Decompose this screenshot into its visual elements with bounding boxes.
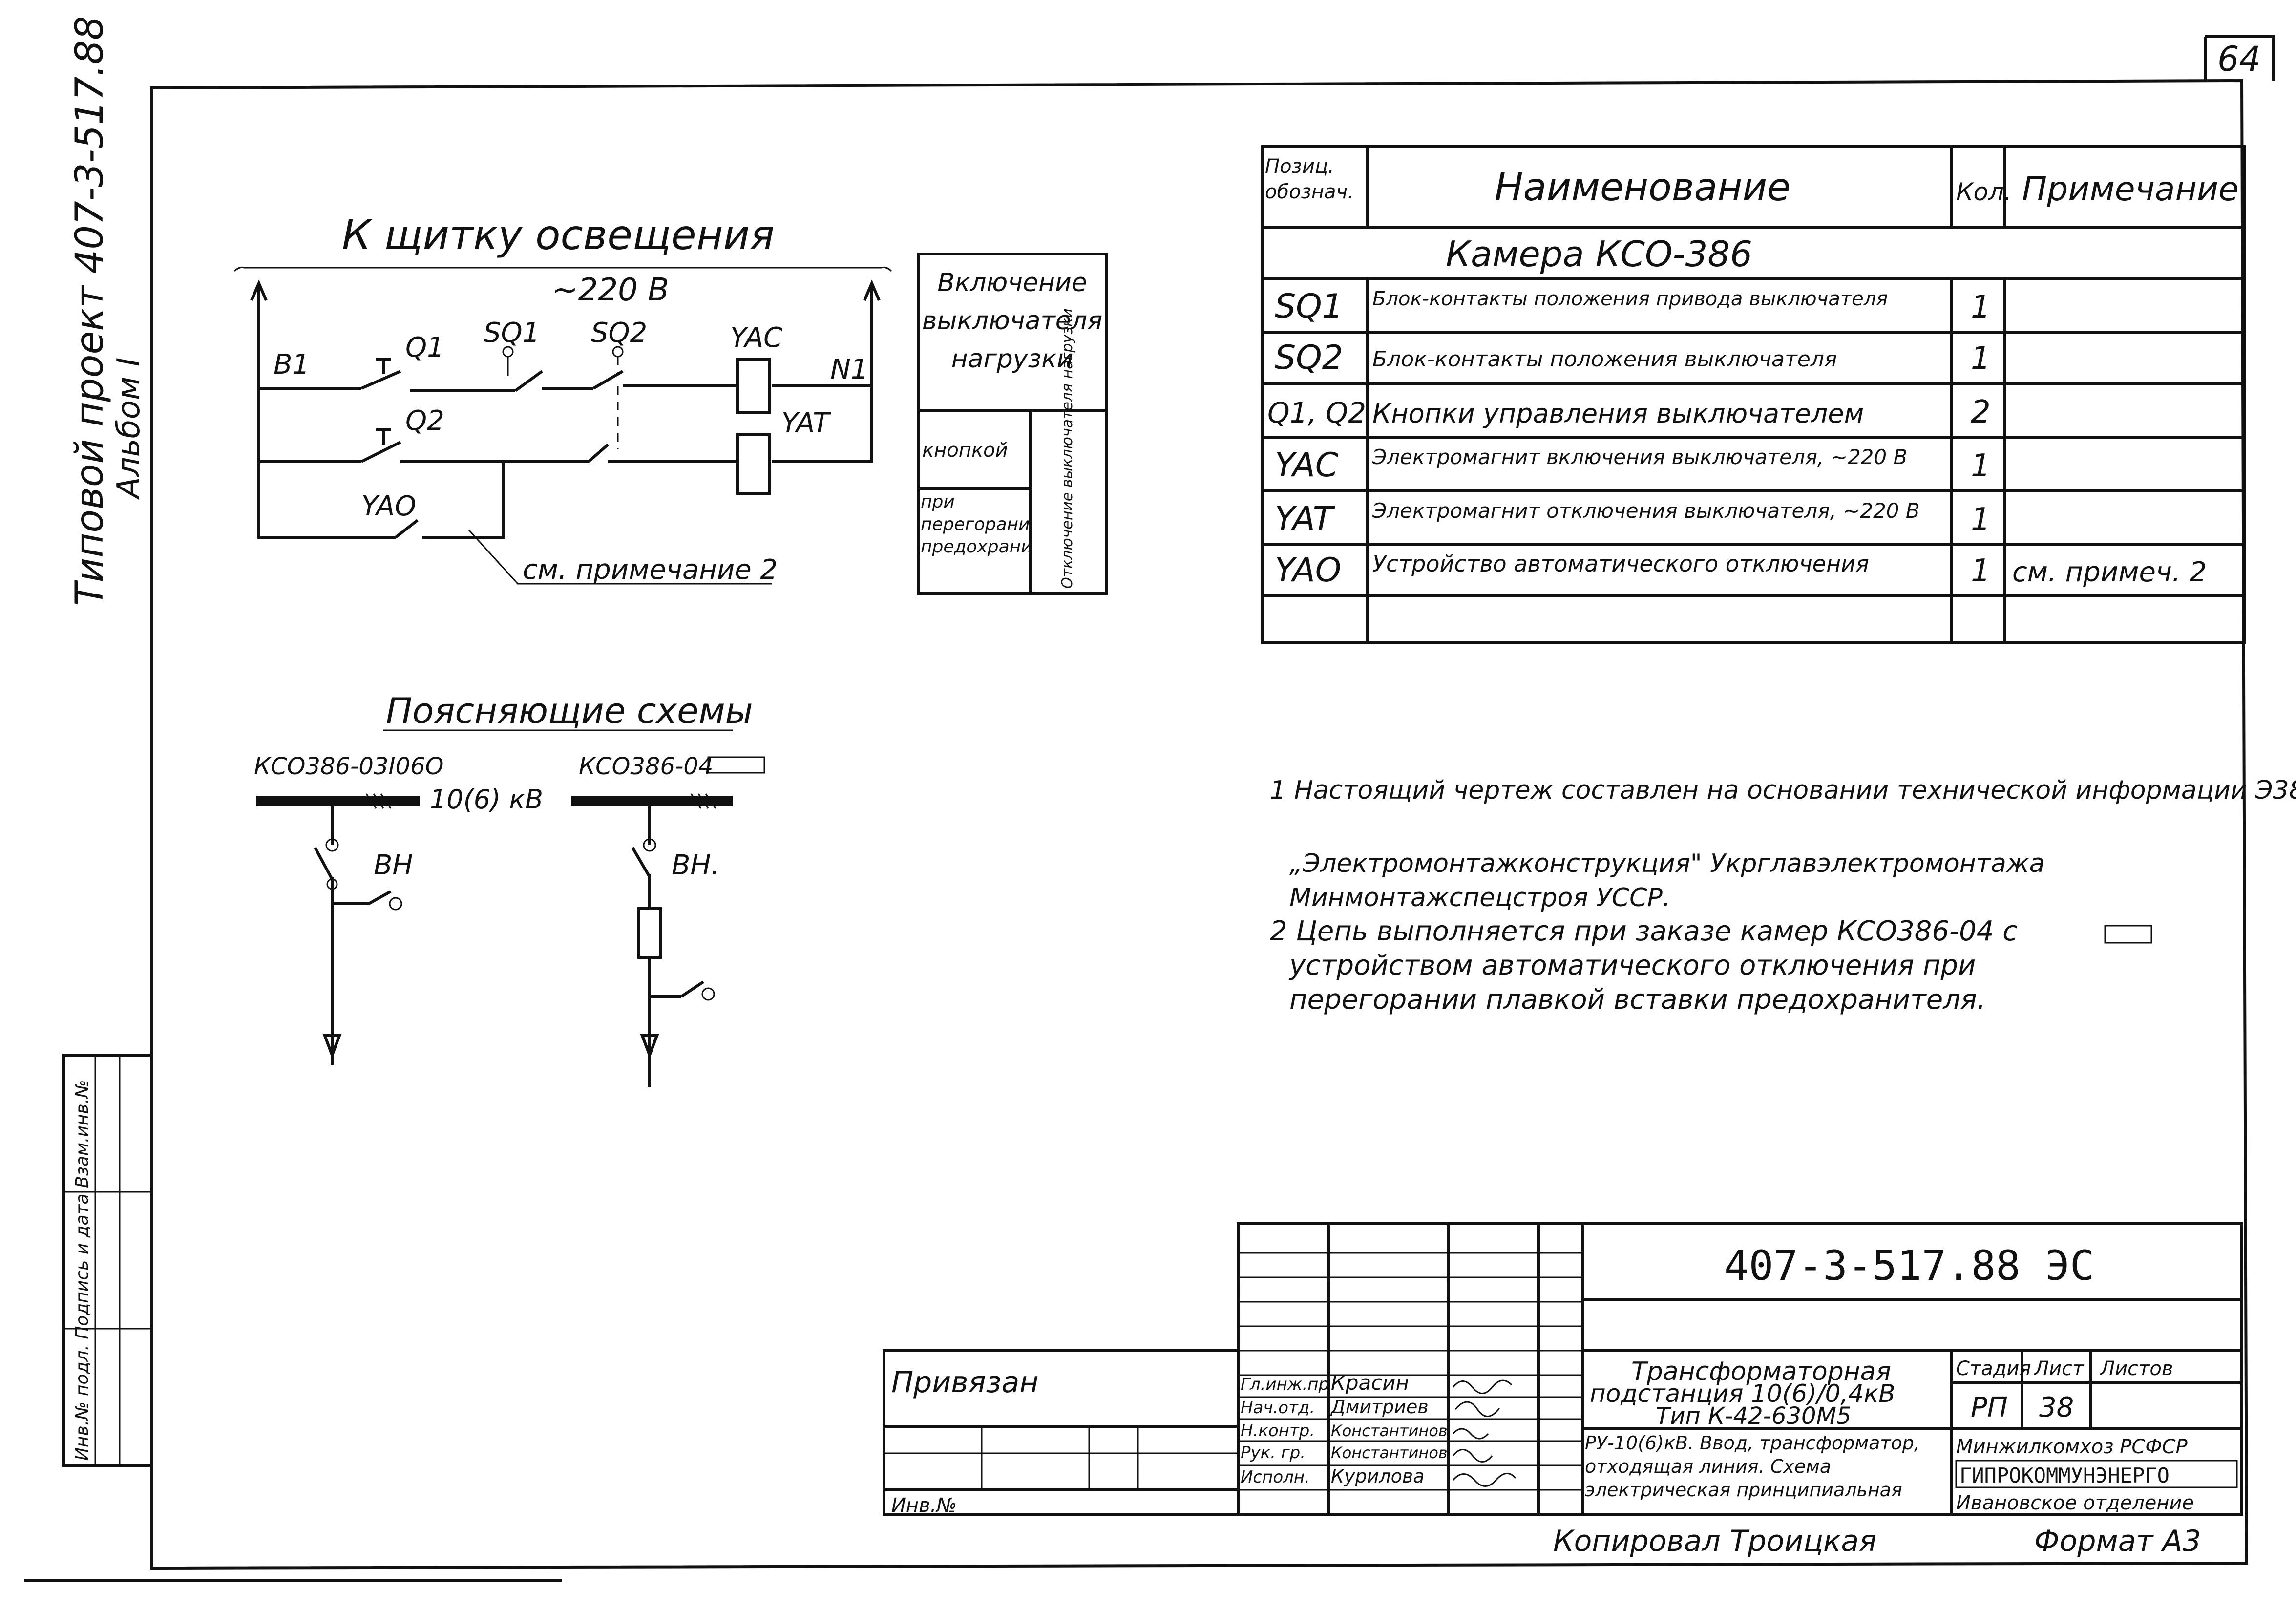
switch-table-header: Включение выключателя нагрузки [922,268,1103,374]
spec-header-name: Наименование [1495,166,1790,210]
spec-row-3-name: Кнопки управления выключателем [1372,398,1864,429]
label-sq2: SQ2 [591,317,647,349]
explain-bh2: ВН. [672,849,719,881]
tb-sheet-label: Лист [2033,1357,2085,1380]
tb-format: Формат А3 [2034,1524,2201,1558]
spec-row-1-qty: 1 [1971,289,1991,325]
tb-sheets-label: Листов [2099,1357,2173,1380]
tb-drawing-title: РУ-10(6)кВ. Ввод, трансформатор, отходящ… [1585,1431,1949,1502]
spec-row-4-name: Электромагнит включения выключателя, ~22… [1372,445,1907,469]
spec-row-5-name: Электромагнит отключения выключателя, ~2… [1372,499,1920,523]
spec-row-5-pos: YAT [1275,500,1335,538]
spec-row-6-name: Устройство автоматического отключения [1372,551,1869,577]
switch-table: Включение выключателя нагрузки кнопкой п… [917,253,1108,595]
explanatory-schemes: Поясняющие схемы КСО386-03I06О КСО386-04… [254,690,765,1087]
spec-row-2-name: Блок-контакты положения выключателя [1372,347,1837,372]
spec-row-5-qty: 1 [1971,502,1991,538]
note-line-3: Минмонтажспецстроя УССР. [1289,883,1670,912]
spec-row-2-pos: SQ2 [1275,339,1343,377]
notes: 1 Настоящий чертеж составлен на основани… [1270,776,2296,1016]
tb-stage-label: Стадия [1956,1357,2031,1380]
tb-name-3: Константинов [1331,1421,1448,1440]
signatures [1452,1379,1517,1487]
tb-project-line-2: подстанция 10(6)/0,4кВ [1590,1379,1896,1408]
explain-bh1: ВН [374,849,413,881]
tb-inv: Инв.№ [891,1494,957,1517]
tb-copied: Копировал Троицкая [1553,1524,1876,1558]
left-strip-label: Инв.№ подл. Подпись и дата Взам.инв.№ [72,1080,92,1461]
spec-row-2-qty: 1 [1971,340,1991,377]
spec-row-6-qty: 1 [1971,553,1991,589]
switch-table-col3: Отключение выключателя нагрузки [1059,308,1076,589]
label-q1: Q1 [405,332,444,363]
explain-title: Поясняющие схемы [386,690,753,731]
tb-project-line-1: Трансформаторная [1631,1357,1891,1386]
spec-row-4-qty: 1 [1971,448,1991,484]
title-block: Привязан Инв.№ 407-3-517.88 ЭС Стадия Ли… [883,1222,2243,1558]
tb-role-3: Н.контр. [1241,1421,1315,1441]
tb-role-2: Нач.отд. [1241,1398,1315,1418]
side-album-text: Альбом I [111,357,147,500]
lighting-schematic: К щитку освещения ~220 В В1 Q1 SQ1 SQ2 Y… [233,211,892,586]
switch-table-col2: при перегорании предохранителя [921,492,1031,557]
explain-left-label: КСО386-03I06О [254,753,443,780]
side-title: Типовой проект 407-3-517.88 Альбом I [68,16,147,606]
label-n1: N1 [830,354,868,385]
spec-table: Позиц. обознач. Наименование Кол. Примеч… [1261,145,2246,644]
tb-role-4: Рук. гр. [1241,1443,1306,1463]
tb-org-2: ГИПРОКОММУНЭНЕРГО [1959,1464,2170,1487]
label-yao: YAO [361,490,416,522]
tb-name-2: Дмитриев [1330,1396,1429,1418]
spec-row-3-pos: Q1, Q2 [1267,396,1366,429]
spec-header-note: Примечание [2022,170,2239,209]
lighting-voltage: ~220 В [552,272,669,308]
tb-role-1: Гл.инж.пр [1241,1375,1329,1394]
note-ref: см. примечание 2 [523,554,778,586]
note-line-4: 2 Цепь выполняется при заказе камер КСО3… [1270,915,2018,947]
note-line-2: „Электромонтажконструкция" Укрглавэлектр… [1289,849,2045,878]
left-strip: Инв.№ подл. Подпись и дата Взам.инв.№ [62,1054,153,1467]
note-placeholder-box [2104,925,2152,944]
explain-right-label: КСО386-04 [579,753,713,780]
spec-header-qty: Кол. [1956,178,2012,206]
tb-drawing-title-2: электрическая принципиальная [1585,1479,1902,1501]
spec-row-1-name: Блок-контакты положения привода выключат… [1372,288,1888,310]
side-title-text: Типовой проект 407-3-517.88 [68,16,112,606]
label-yac: YAC [730,322,782,354]
explain-voltage: 10(6) кВ [430,784,543,815]
tb-stage: РП [1971,1392,2008,1423]
tb-role-5: Исполн. [1241,1467,1310,1487]
label-yat: YAT [781,407,831,439]
switch-table-col1: кнопкой [922,439,1008,462]
tb-privyazan: Привязан [891,1365,1039,1400]
tb-name-1: Красин [1331,1371,1409,1395]
lighting-title: К щитку освещения [342,211,775,259]
spec-section: Камера КСО-386 [1446,233,1752,275]
tb-sheet: 38 [2039,1392,2074,1423]
note-line-1: 1 Настоящий чертеж составлен на основани… [1270,776,2296,805]
spec-row-1-pos: SQ1 [1275,287,1343,326]
tb-project-line-3: Тип К-42-630М5 [1656,1402,1852,1430]
tb-org-1: Минжилкомхоз РСФСР [1956,1436,2188,1458]
spec-row-4-pos: YAC [1275,446,1339,485]
tb-code: 407-3-517.88 ЭС [1724,1242,2095,1290]
note-line-5: устройством автоматического отключения п… [1288,950,1976,981]
sheet-number: 64 [2217,39,2261,79]
spec-row-6-note: см. примеч. 2 [2012,556,2207,588]
label-b1: В1 [274,349,310,381]
spec-header-pos: Позиц. обознач. [1265,155,1354,203]
label-q2: Q2 [405,405,444,437]
tb-drawing-title-1: РУ-10(6)кВ. Ввод, трансформатор, отходящ… [1585,1432,1920,1477]
spec-row-3-qty: 2 [1971,394,1991,430]
tb-name-5: Курилова [1331,1465,1425,1487]
tb-org-3: Ивановское отделение [1956,1492,2194,1514]
label-sq1: SQ1 [484,317,540,349]
spec-row-6-pos: YAO [1275,551,1341,590]
tb-name-4: Константинов [1331,1443,1448,1462]
note-line-6: перегорании плавкой вставки предохраните… [1289,984,1986,1016]
